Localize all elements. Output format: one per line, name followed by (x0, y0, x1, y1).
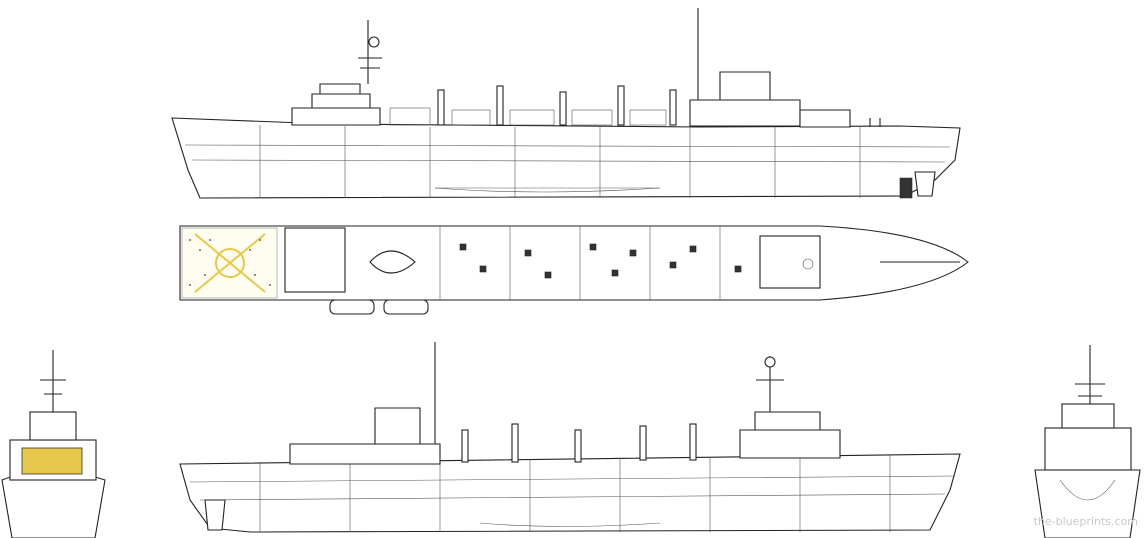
front-bridge-window (21, 447, 83, 475)
top-view (179, 225, 969, 315)
side-view-bottom (179, 342, 961, 533)
helideck-marking (194, 233, 266, 293)
side-view-top (171, 8, 961, 199)
watermark: the-blueprints.com (1033, 515, 1138, 528)
rear-view (1034, 345, 1141, 538)
front-view (1, 350, 106, 538)
